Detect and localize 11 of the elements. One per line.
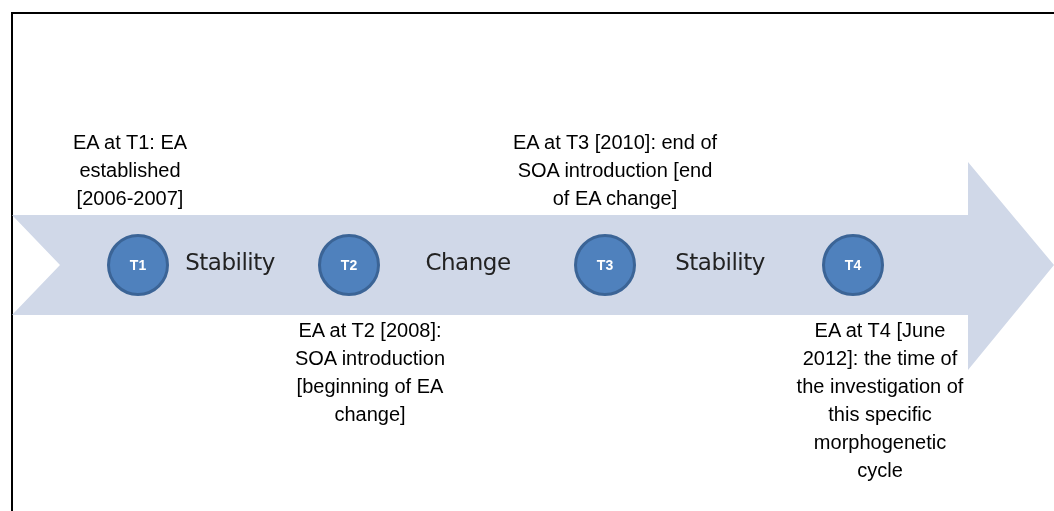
milestone-description: EA at T4 [June 2012]: the time of the investigation of this specific morphogenetic cycle [796,318,964,483]
milestone-label: T2 [340,258,358,272]
milestone-description: EA at T3 [2010]: end of SOA introduction [end of EA change] [511,130,719,211]
milestone-label: T1 [129,258,147,272]
milestone-label: T4 [844,258,862,272]
milestone-description: EA at T2 [2008]: SOA introduction [beginning of EA change] [293,318,447,427]
milestone-description: EA at T1: EA established [2006-2007] [71,130,189,211]
phase-label: Change [425,247,511,277]
phase-label: Stability [675,247,765,277]
milestone-label: T3 [596,258,614,272]
phase-label: Stability [185,247,275,277]
